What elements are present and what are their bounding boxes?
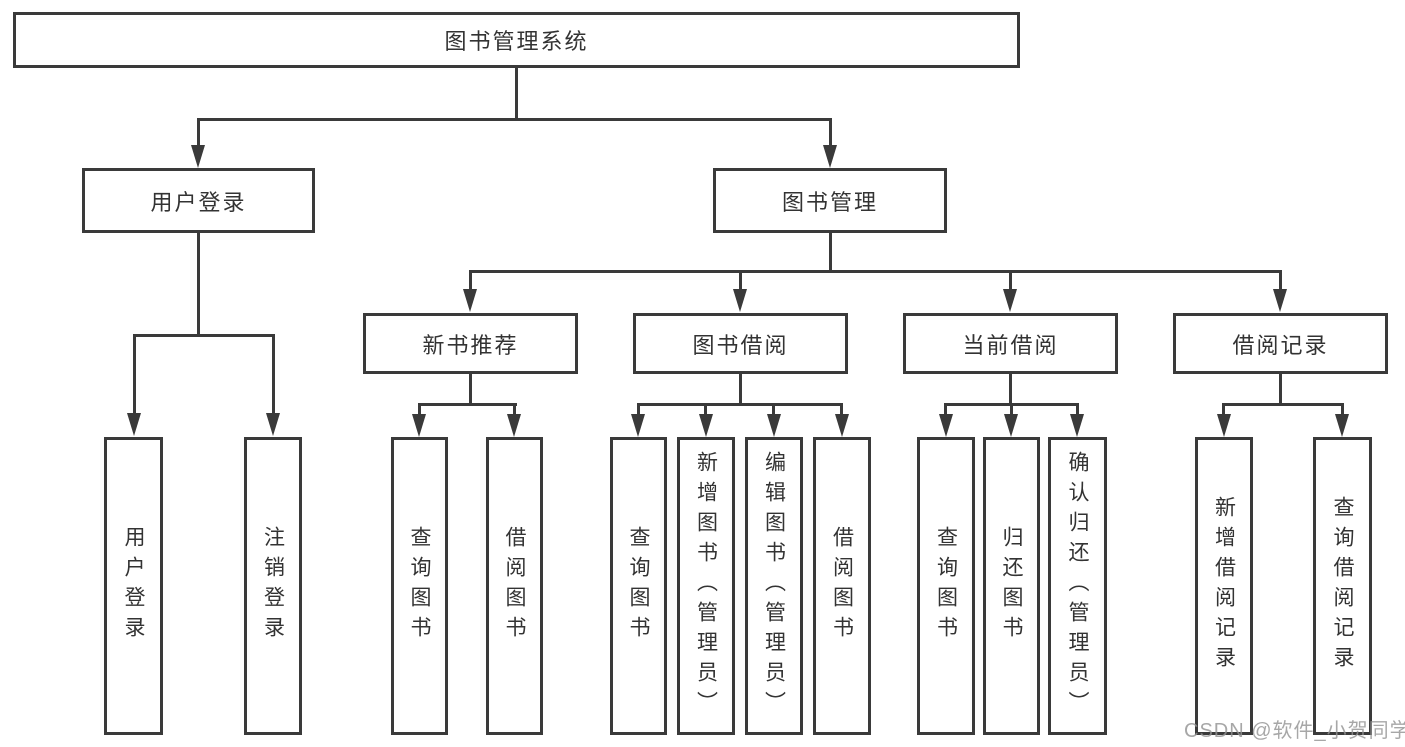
connector-line (515, 68, 518, 120)
connector-line (704, 403, 707, 415)
arrow-down-icon (1273, 289, 1287, 312)
leaf-label: 查询图书 (627, 526, 650, 646)
arrow-down-icon (1335, 414, 1349, 437)
leaf-label: 查询借阅记录 (1331, 496, 1354, 676)
connector-line (133, 334, 275, 337)
connector-line (1222, 403, 1225, 415)
connector-line (1009, 374, 1012, 406)
arrow-down-icon (1217, 414, 1231, 437)
connector-line (272, 334, 275, 414)
leaf-label: 确认归还（管理员） (1066, 451, 1089, 721)
arrow-down-icon (823, 145, 837, 168)
arrow-down-icon (733, 289, 747, 312)
connector-line (469, 374, 472, 406)
arrow-down-icon (1003, 289, 1017, 312)
connector-line (637, 403, 640, 415)
node-label: 图书借阅 (692, 332, 789, 358)
connector-line (197, 233, 200, 337)
arrow-down-icon (699, 414, 713, 437)
node-label: 图书管理 (781, 189, 878, 215)
connector-line (1076, 403, 1079, 415)
leaf-add-book-admin: 新增图书（管理员） (677, 437, 735, 735)
connector-line (418, 403, 517, 406)
leaf-query-book-recommend: 查询图书 (391, 437, 448, 735)
leaf-label: 查询图书 (934, 526, 958, 646)
leaf-label: 新增借阅记录 (1212, 496, 1236, 676)
arrow-down-icon (1004, 414, 1018, 437)
connector-line (840, 403, 843, 415)
connector-line (637, 403, 842, 406)
arrow-down-icon (463, 289, 477, 312)
leaf-query-book-borrowing: 查询图书 (610, 437, 667, 735)
leaf-label: 查询图书 (408, 526, 431, 646)
node-label: 新书推荐 (422, 332, 519, 358)
leaf-borrow-book: 借阅图书 (813, 437, 871, 735)
leaf-label: 用户登录 (122, 526, 145, 646)
leaf-label: 新增图书（管理员） (694, 451, 718, 721)
leaf-borrow-book-recommend: 借阅图书 (486, 437, 543, 735)
node-book-management: 图书管理 (713, 168, 947, 233)
connector-line (133, 334, 136, 414)
leaf-query-book-current: 查询图书 (917, 437, 975, 735)
node-label: 用户登录 (150, 189, 247, 215)
connector-line (469, 270, 472, 290)
leaf-label: 归还图书 (1000, 526, 1023, 646)
connector-line (944, 403, 947, 415)
connector-line (772, 403, 775, 415)
connector-line (469, 270, 1282, 273)
arrow-down-icon (939, 414, 953, 437)
node-label: 当前借阅 (962, 332, 1059, 358)
node-label: 图书管理系统 (444, 29, 589, 54)
leaf-query-borrow-record: 查询借阅记录 (1313, 437, 1372, 735)
node-user-login: 用户登录 (82, 168, 315, 233)
leaf-return-book: 归还图书 (983, 437, 1040, 735)
connector-line (418, 403, 421, 415)
connector-line (1222, 403, 1344, 406)
connector-line (1279, 270, 1282, 290)
arrow-down-icon (507, 414, 521, 437)
arrow-down-icon (127, 413, 141, 436)
node-library-system: 图书管理系统 (13, 12, 1020, 68)
connector-line (513, 403, 516, 415)
leaf-confirm-return-admin: 确认归还（管理员） (1048, 437, 1107, 735)
node-label: 借阅记录 (1232, 332, 1329, 358)
arrow-down-icon (191, 145, 205, 168)
leaf-label: 注销登录 (261, 526, 285, 646)
arrow-down-icon (412, 414, 426, 437)
arrow-down-icon (1070, 414, 1084, 437)
connector-line (829, 233, 832, 273)
connector-line (197, 118, 200, 146)
leaf-add-borrow-record: 新增借阅记录 (1195, 437, 1253, 735)
leaf-label: 借阅图书 (830, 526, 854, 646)
connector-line (1341, 403, 1344, 415)
leaf-label: 编辑图书（管理员） (762, 451, 786, 721)
connector-line (829, 118, 832, 146)
connector-line (1279, 374, 1282, 406)
connector-line (1010, 403, 1013, 415)
connector-line (197, 118, 832, 121)
node-borrowing-records: 借阅记录 (1173, 313, 1388, 374)
connector-line (1009, 270, 1012, 290)
node-current-borrowing: 当前借阅 (903, 313, 1118, 374)
leaf-label: 借阅图书 (503, 526, 526, 646)
arrow-down-icon (835, 414, 849, 437)
node-book-borrowing: 图书借阅 (633, 313, 848, 374)
watermark: CSDN @软件_小贺同学 (1184, 720, 1405, 742)
arrow-down-icon (767, 414, 781, 437)
connector-line (739, 270, 742, 290)
leaf-edit-book-admin: 编辑图书（管理员） (745, 437, 803, 735)
connector-line (739, 374, 742, 406)
node-new-book-recommendation: 新书推荐 (363, 313, 578, 374)
leaf-user-login: 用户登录 (104, 437, 163, 735)
arrow-down-icon (266, 413, 280, 436)
arrow-down-icon (631, 414, 645, 437)
leaf-logout: 注销登录 (244, 437, 302, 735)
